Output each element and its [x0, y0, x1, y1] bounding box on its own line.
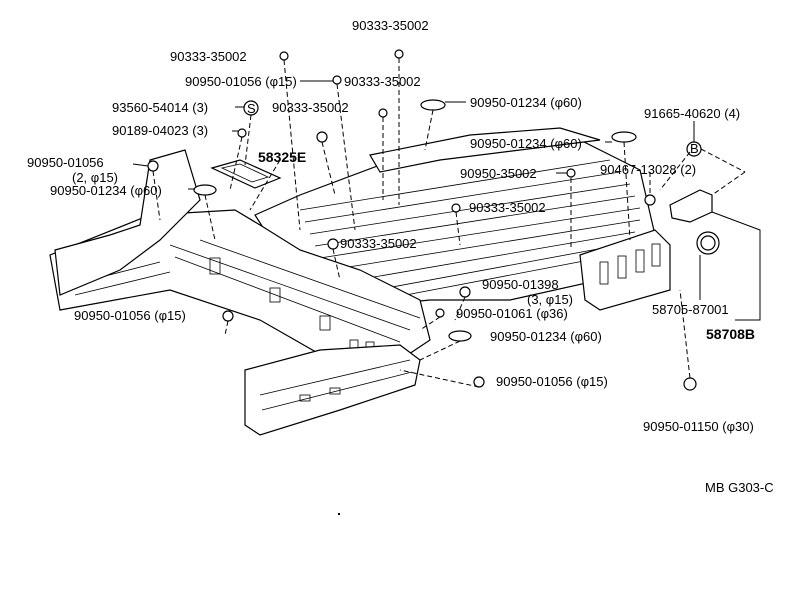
- label-90467-13028: 90467-13028 (2): [600, 162, 696, 177]
- plate-58325E: [210, 159, 282, 189]
- diagram-code: MB G303-C: [705, 480, 774, 495]
- label-90333-35002-mid: 90333-35002: [344, 74, 421, 89]
- label-90333-35002-lower: 90333-35002: [469, 200, 546, 215]
- label-90950-35002: 90950-35002: [460, 166, 537, 181]
- rear-floor-pan: [254, 127, 671, 311]
- label-90950-01056-top: 90950-01056 (φ15): [185, 74, 297, 89]
- label-90950-01398-qty: (3, φ15): [527, 292, 573, 307]
- label-58325E: 58325E: [258, 149, 306, 165]
- label-90950-01056-left: 90950-01056: [27, 155, 104, 170]
- label-93560-54014: 93560-54014 (3): [112, 100, 208, 115]
- label-91665-40620: 91665-40620 (4): [644, 106, 740, 121]
- marker-s-text: S: [247, 101, 256, 116]
- label-90950-01056-bottom: 90950-01056 (φ15): [496, 374, 608, 389]
- label-90950-01056-bottom-left: 90950-01056 (φ15): [74, 308, 186, 323]
- label-90333-35002-top: 90333-35002: [352, 18, 429, 33]
- label-90950-01150: 90950-01150 (φ30): [643, 419, 754, 434]
- label-90950-01234-right: 90950-01234 (φ60): [470, 136, 582, 151]
- label-90950-01056-left-qty: (2, φ15): [72, 170, 118, 185]
- label-90189-04023: 90189-04023 (3): [112, 123, 208, 138]
- label-90333-35002-center: 90333-35002: [272, 100, 349, 115]
- leader-lines: [132, 58, 761, 388]
- marker-S-icon: S: [243, 100, 259, 116]
- part-labels: 90333-35002 90333-35002 90950-01056 (φ15…: [27, 18, 774, 495]
- stray-dot: [338, 513, 340, 515]
- label-58705-87001: 58705-87001: [652, 302, 729, 317]
- label-58708B: 58708B: [706, 326, 755, 342]
- label-90950-01061: 90950-01061 (φ36): [456, 306, 568, 321]
- label-90950-01234-bottom: 90950-01234 (φ60): [490, 329, 602, 344]
- front-side-member: [244, 344, 421, 436]
- plug-marks: [147, 49, 697, 391]
- label-90333-35002-bottom: 90333-35002: [340, 236, 417, 251]
- label-90950-01398: 90950-01398: [482, 277, 559, 292]
- label-90333-35002-left: 90333-35002: [170, 49, 247, 64]
- marker-b-text: B: [690, 141, 699, 156]
- label-90950-01234-left: 90950-01234 (φ60): [50, 183, 162, 198]
- front-floor-pan: [49, 149, 431, 361]
- label-90950-01234-top: 90950-01234 (φ60): [470, 95, 582, 110]
